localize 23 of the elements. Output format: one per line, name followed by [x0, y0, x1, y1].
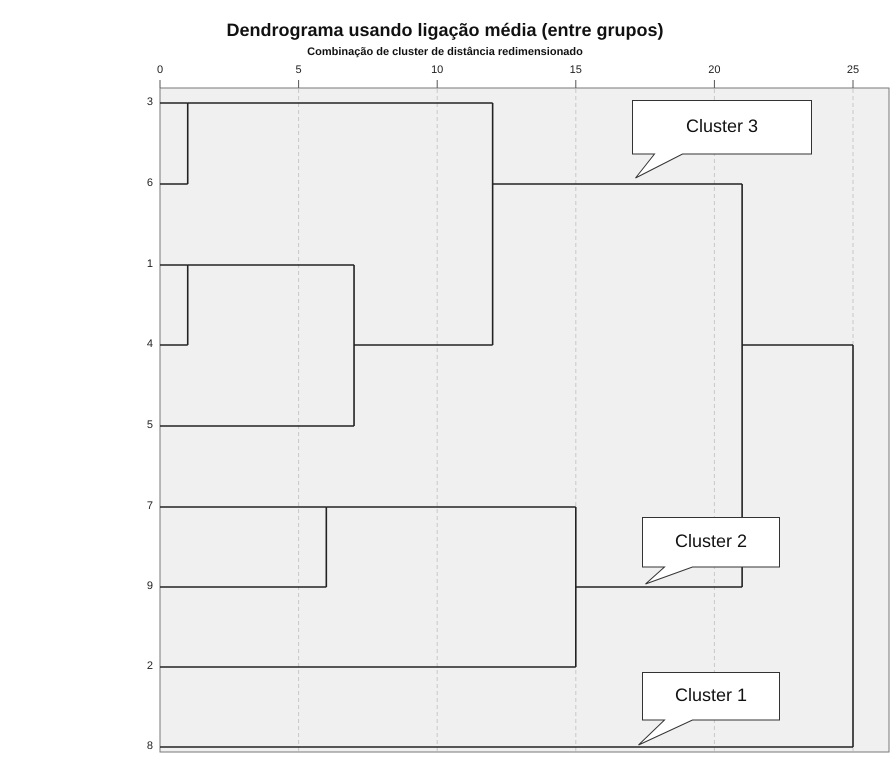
leaf-label: 1: [146, 258, 153, 270]
tick-label: 25: [846, 64, 860, 76]
callout-bubble: [638, 672, 781, 746]
callout-label: Cluster 2: [674, 531, 748, 552]
leaf-label: 4: [146, 338, 153, 350]
leaf-label: 6: [146, 177, 153, 189]
callout-label: Cluster 3: [684, 116, 760, 137]
leaf-label: 3: [146, 96, 153, 108]
callout-bubble: [632, 100, 813, 179]
tick-label: 20: [707, 64, 722, 76]
chart-title: Dendrograma usando ligação média (entre grupos): [225, 20, 665, 41]
leaf-label: 7: [146, 500, 153, 512]
tick-label: 0: [156, 64, 164, 76]
tick-label: 10: [430, 64, 444, 76]
leaf-label: 2: [146, 660, 153, 672]
callout-bubble: [642, 517, 781, 585]
axis-title: Combinação de cluster de distância redimensionado: [306, 46, 584, 58]
leaf-label: 8: [146, 740, 153, 752]
tick-label: 5: [294, 64, 303, 76]
tick-label: 15: [568, 64, 583, 76]
leaf-label: 9: [146, 580, 153, 592]
callout-label: Cluster 1: [674, 685, 748, 706]
leaf-label: 5: [146, 419, 153, 431]
